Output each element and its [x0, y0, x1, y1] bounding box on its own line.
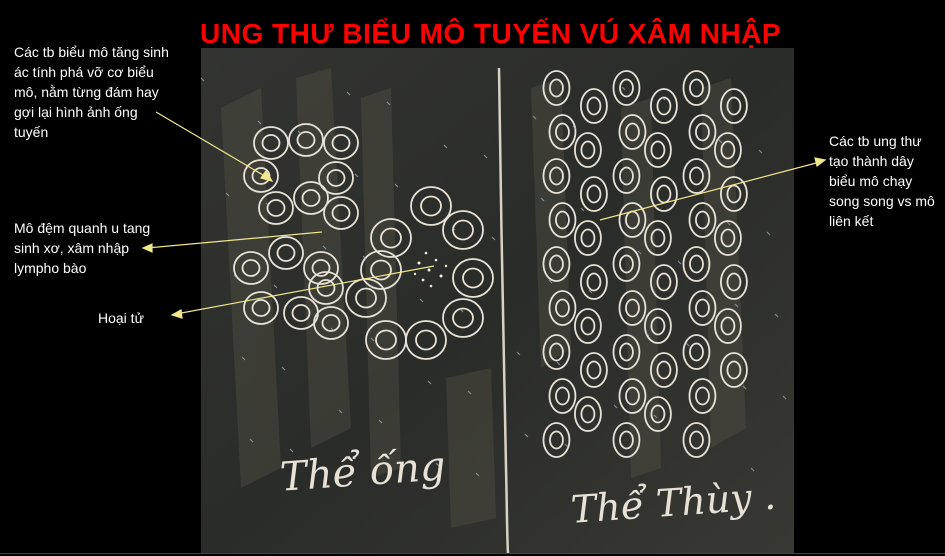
chalk-cell [580, 176, 608, 212]
chalk-cell [720, 88, 748, 124]
chalk-cell [580, 264, 608, 300]
chalk-cell [612, 158, 641, 194]
chalk-cell [410, 186, 452, 226]
chalk-cell [323, 126, 359, 160]
chalk-cell [720, 264, 748, 300]
chalk-cell [452, 258, 494, 298]
chalk-cell [580, 352, 608, 388]
label-carcinoma-cells: Các tb biểu mô tăng sinh ác tính phá vỡ … [14, 44, 169, 140]
chalk-cell [714, 132, 742, 168]
chalk-cell [542, 246, 571, 282]
chalk-cell [303, 251, 339, 285]
chalk-cell [644, 132, 672, 168]
chalk-cell [313, 306, 349, 340]
chalk-cell [253, 126, 289, 160]
chalk-cell [650, 88, 678, 124]
chalk-cell [548, 202, 577, 238]
chalk-cell [288, 123, 324, 157]
chalk-cell [644, 396, 672, 432]
chalk-cell [542, 422, 571, 458]
label-stroma: Mô đệm quanh u tang sinh xơ, xâm nhập ly… [14, 220, 151, 276]
chalk-cell [365, 320, 407, 360]
label-lobular-cells: Các tb ung thư tạo thành dây biểu mô chạ… [829, 133, 935, 229]
arrow-necrosis [175, 265, 435, 315]
chalkboard-drawing: Thể ống Thể Thùy . [201, 48, 794, 553]
chalk-cell [612, 334, 641, 370]
chalk-cell [442, 210, 484, 250]
chalk-cell [580, 88, 608, 124]
chalk-cell [323, 196, 359, 230]
chalk-cell [442, 298, 484, 338]
chalk-cell [542, 70, 571, 106]
chalk-cell [682, 158, 711, 194]
chalk-cell [360, 250, 402, 290]
chalk-cell [682, 422, 711, 458]
chalk-cell [688, 114, 717, 150]
chalk-cell [618, 114, 647, 150]
diagram-title: UNG THƯ BIỂU MÔ TUYẾN VÚ XÂM NHẬP [200, 18, 782, 49]
chalk-cell [650, 176, 678, 212]
chalk-cell [268, 236, 304, 270]
chalk-cell [688, 290, 717, 326]
chalk-cell [574, 132, 602, 168]
arrow-carcinoma-cells [155, 111, 269, 179]
chalk-cell [714, 308, 742, 344]
chalk-cell [650, 352, 678, 388]
arrow-lobular-cells [599, 161, 821, 221]
chalk-cell [574, 308, 602, 344]
chalk-cell [612, 422, 641, 458]
chalk-cell [644, 308, 672, 344]
chalk-cell [688, 378, 717, 414]
chalk-cell [318, 161, 354, 195]
chalk-cell [542, 334, 571, 370]
chalk-cell [574, 220, 602, 256]
chalk-cell [233, 251, 269, 285]
chalk-cell [548, 290, 577, 326]
chalk-cell [650, 264, 678, 300]
chalk-cell [258, 191, 294, 225]
chalk-cell [688, 202, 717, 238]
chalk-cell [720, 176, 748, 212]
chalk-cell [243, 291, 279, 325]
chalk-cell [574, 396, 602, 432]
chalk-cell [682, 334, 711, 370]
chalk-cell [548, 378, 577, 414]
chalk-cell [682, 70, 711, 106]
arrow-stroma [146, 231, 323, 249]
chalk-cell [720, 352, 748, 388]
chalk-cell [714, 220, 742, 256]
chalk-cell [618, 290, 647, 326]
chalk-cell [682, 246, 711, 282]
chalk-cell [370, 218, 412, 258]
label-necrosis: Hoại tử [98, 310, 144, 326]
chalk-cell [618, 378, 647, 414]
bottom-border [0, 553, 945, 554]
chalk-cell [542, 158, 571, 194]
chalk-cell [293, 181, 329, 215]
chalk-cell [612, 70, 641, 106]
chalk-cell [548, 114, 577, 150]
chalk-cell [612, 246, 641, 282]
necrosis-dots [413, 251, 448, 288]
chalk-cell [644, 220, 672, 256]
